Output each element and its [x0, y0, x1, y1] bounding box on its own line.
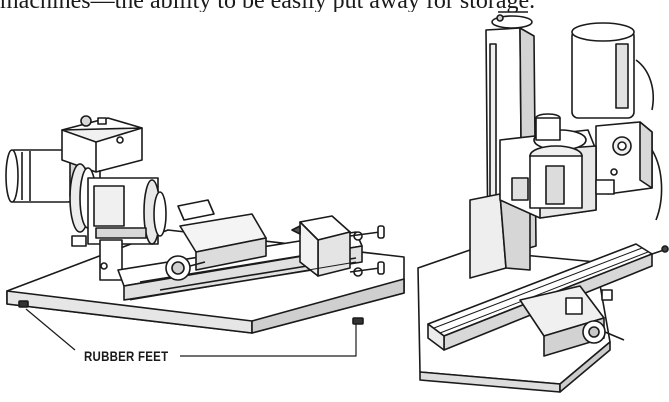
rubber-feet [18, 300, 364, 325]
mill-control-box [595, 121, 663, 221]
caption-text-fragment: machines—the ability to be easily put aw… [0, 0, 669, 12]
mill-motor [571, 22, 654, 119]
lathe-tailstock [291, 215, 385, 277]
mill-illustration [417, 11, 669, 393]
rubber-foot-left [18, 300, 29, 308]
lathe-carriage [165, 199, 267, 281]
lathe-headstock [69, 163, 167, 281]
rubber-foot-right [352, 317, 364, 325]
lathe-leadscrew [129, 261, 357, 301]
mill-column-support [469, 193, 531, 279]
mill-head [499, 113, 615, 219]
lathe-illustration [5, 115, 405, 334]
rubber-feet-label: RUBBER FEET [84, 348, 169, 364]
mill-saddle [519, 285, 625, 357]
rubber-feet-callout-lines [25, 308, 357, 357]
